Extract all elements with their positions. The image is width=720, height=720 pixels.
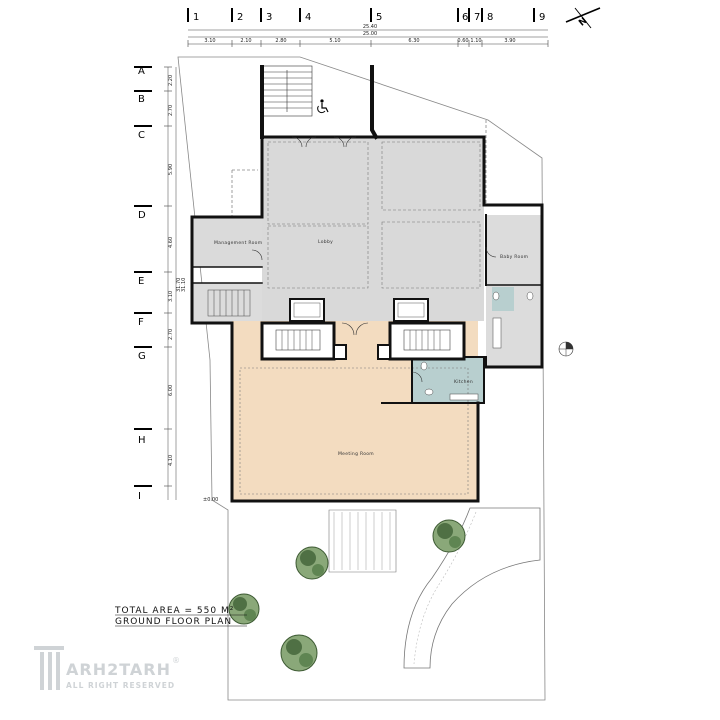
logo-reg: ® bbox=[172, 656, 180, 665]
grid-column-label: 3 bbox=[266, 12, 272, 23]
meeting-room-outline bbox=[239, 367, 469, 495]
grid-row-label: I bbox=[138, 491, 141, 502]
dimension-label: 1.10 bbox=[470, 38, 481, 44]
logo-name: ARH2TARH bbox=[66, 660, 171, 679]
elevator-right bbox=[393, 298, 429, 322]
stair-core-right bbox=[388, 321, 466, 361]
wheelchair-icon bbox=[317, 99, 329, 114]
column-grid: 1 2 3 4 5 6 7 8 9 bbox=[187, 8, 545, 23]
grid-row-label: E bbox=[138, 276, 144, 287]
dimension-label: 6.30 bbox=[408, 38, 419, 44]
dimension-label: 4.60 bbox=[168, 237, 174, 248]
dimension-label: 25.40 bbox=[363, 24, 377, 30]
dimension-label: 4.10 bbox=[168, 455, 174, 466]
grid-row-label: C bbox=[138, 130, 145, 141]
room-label-lobby: Lobby bbox=[318, 239, 333, 245]
doors bbox=[251, 136, 497, 383]
room-label-meeting: Meeting Room bbox=[338, 451, 374, 457]
room-label-management: Management Room bbox=[214, 240, 262, 246]
dimension-label: 2.20 bbox=[168, 75, 174, 86]
dimension-label: 2.80 bbox=[275, 38, 286, 44]
dimension-label: 25.00 bbox=[363, 31, 377, 37]
dimension-label: 31.10 bbox=[181, 278, 187, 292]
grid-column-label: 5 bbox=[376, 12, 382, 23]
dimension-label: 2.70 bbox=[168, 105, 174, 116]
stair-core-left bbox=[260, 321, 336, 361]
dimension-label: 0.60 bbox=[457, 38, 468, 44]
north-label: N bbox=[577, 16, 589, 29]
grid-column-label: 4 bbox=[305, 12, 311, 23]
horizontal-dimensions: 25.40 25.00 3.10 2.10 2.80 5.10 6.30 0.6… bbox=[187, 24, 549, 47]
level-mark: ±0.00 bbox=[203, 497, 218, 503]
total-area-label: TOTAL AREA = 550 M² bbox=[114, 606, 234, 616]
ceiling-outline bbox=[267, 141, 481, 289]
dimension-label: 5.90 bbox=[168, 164, 174, 175]
fixtures bbox=[420, 291, 534, 401]
grid-row-label: A bbox=[138, 66, 145, 77]
tree-icon bbox=[295, 546, 329, 580]
logo-tagline: ALL RIGHT RESERVED bbox=[66, 681, 175, 690]
dimension-label: 2.70 bbox=[168, 329, 174, 340]
west-stair bbox=[207, 289, 251, 317]
grid-row-label: F bbox=[138, 317, 144, 328]
grid-row-label: H bbox=[138, 435, 146, 446]
vertical-dimensions: 2.20 2.70 5.90 4.60 3.10 2.70 6.00 4.10 … bbox=[164, 66, 187, 500]
room-label-baby: Baby Room bbox=[500, 254, 528, 260]
tree-icon bbox=[432, 519, 466, 553]
grid-column-label: 7 bbox=[474, 12, 480, 23]
grid-row-label: G bbox=[138, 351, 146, 362]
grid-row-label: B bbox=[138, 94, 145, 105]
grid-row-label: D bbox=[138, 210, 146, 221]
dimension-label: 2.10 bbox=[240, 38, 251, 44]
grid-column-label: 2 bbox=[237, 12, 243, 23]
lobby-floor bbox=[262, 137, 484, 321]
dimension-label: 3.90 bbox=[504, 38, 515, 44]
dimension-label: 5.10 bbox=[329, 38, 340, 44]
west-stair-floor bbox=[192, 283, 262, 323]
room-label-kitchen: Kitchen bbox=[454, 379, 473, 385]
management-room-floor bbox=[192, 217, 262, 267]
baby-room-floor bbox=[486, 215, 542, 285]
dimension-label: 3.10 bbox=[204, 38, 215, 44]
plan-title-block: TOTAL AREA = 550 M² GROUND FLOOR PLAN bbox=[114, 606, 247, 627]
north-arrow-icon: N bbox=[565, 7, 601, 29]
tree-icon bbox=[280, 634, 318, 672]
grid-column-label: 1 bbox=[193, 12, 199, 23]
site-boundary bbox=[177, 56, 546, 701]
dimension-label: 6.00 bbox=[168, 385, 174, 396]
elevator-left bbox=[289, 298, 325, 322]
dimension-label: 31.70 bbox=[176, 278, 182, 292]
level-marker-icon bbox=[558, 341, 574, 357]
service-shafts bbox=[333, 344, 391, 360]
plan-title: GROUND FLOOR PLAN bbox=[115, 617, 232, 627]
tree-icon bbox=[228, 593, 260, 625]
landscape bbox=[328, 507, 541, 669]
entrance-stair bbox=[261, 65, 313, 117]
grid-column-label: 6 bbox=[462, 12, 468, 23]
watermark-logo: ARH2TARH ® ALL RIGHT RESERVED bbox=[34, 646, 180, 690]
row-grid: A B C D E F G H I bbox=[134, 66, 152, 502]
grid-column-label: 9 bbox=[539, 12, 545, 23]
dimension-label: 3.10 bbox=[168, 291, 174, 302]
grid-column-label: 8 bbox=[487, 12, 493, 23]
